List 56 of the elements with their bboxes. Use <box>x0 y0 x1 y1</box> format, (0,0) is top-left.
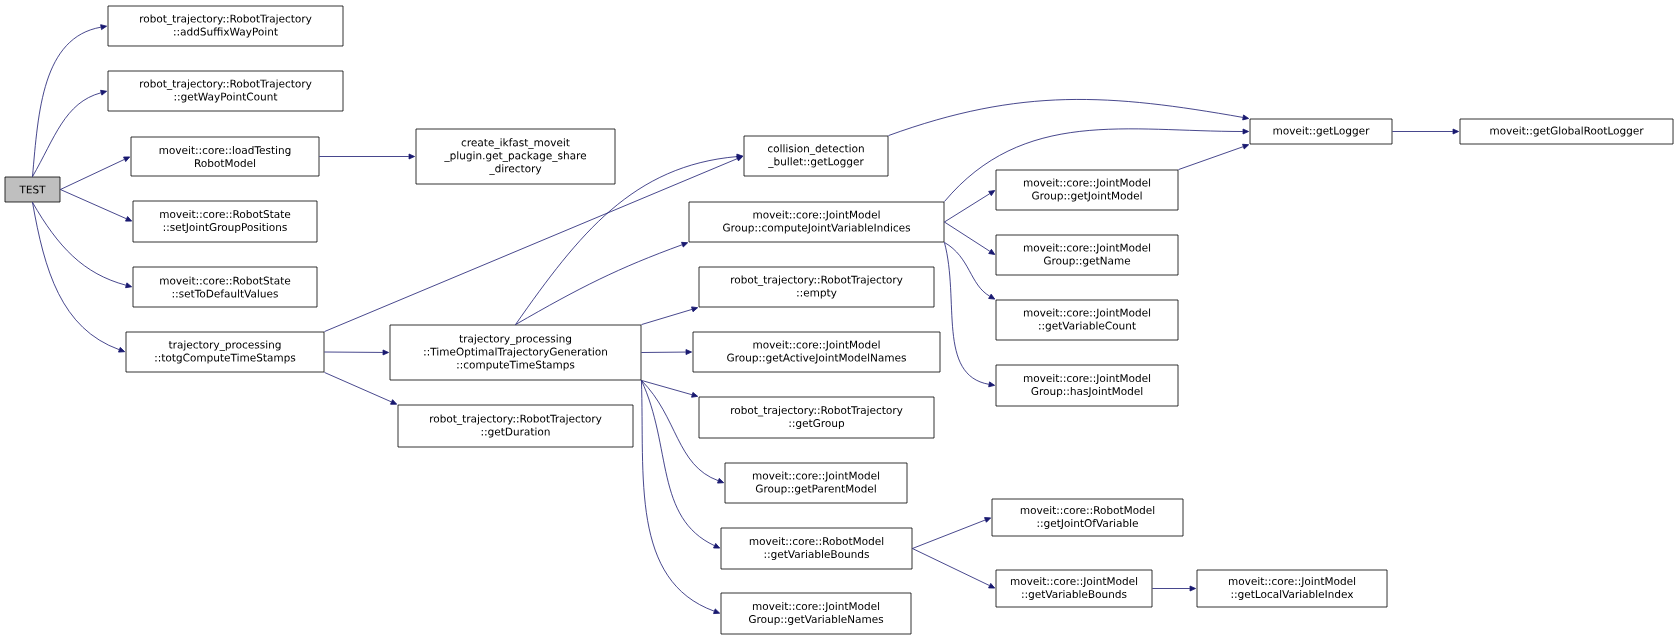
arrow <box>60 189 133 222</box>
arrow <box>641 380 721 614</box>
function-box: robot_trajectory::RobotTrajectory ::addSuffixWayPoint <box>107 5 344 47</box>
arrow <box>515 241 689 325</box>
function-box: moveit::core::JointModel ::getVariableBounds <box>995 569 1153 608</box>
arrow <box>912 548 996 589</box>
function-box: moveit::core::JointModel Group::getVariableNames <box>720 592 912 635</box>
function-box: moveit::core::JointModel Group::getName <box>995 234 1179 276</box>
arrow <box>944 242 996 300</box>
arrow <box>888 99 1249 136</box>
arrow <box>944 221 996 255</box>
arrow <box>32 24 107 177</box>
arrow <box>1178 143 1250 170</box>
arrow <box>641 380 699 398</box>
arrow <box>60 156 131 190</box>
function-box: robot_trajectory::RobotTrajectory ::empty <box>698 266 935 308</box>
arrow <box>641 380 725 484</box>
function-box: moveit::core::RobotModel ::getJointOfVariable <box>991 498 1184 537</box>
arrow <box>1152 585 1196 592</box>
arrow <box>324 372 398 405</box>
function-box: trajectory_processing ::TimeOptimalTrajectoryGeneration ::computeTimeStamps <box>389 324 642 381</box>
function-box: moveit::core::RobotState ::setToDefaultValues <box>132 266 318 308</box>
function-box: moveit::core::JointModel Group::hasJointModel <box>995 364 1179 407</box>
function-box: robot_trajectory::RobotTrajectory ::getGroup <box>698 396 935 439</box>
function-box: moveit::core::JointModel Group::getJointModel <box>995 169 1179 211</box>
arrow <box>515 153 743 325</box>
function-box: moveit::core::RobotModel ::getVariableBounds <box>720 527 913 570</box>
arrow <box>32 89 108 177</box>
arrow <box>944 190 996 223</box>
function-box: moveit::getGlobalRootLogger <box>1459 118 1674 145</box>
arrow <box>32 202 126 353</box>
arrow <box>944 242 995 388</box>
arrow <box>1392 128 1459 135</box>
arrow <box>641 380 721 549</box>
function-box: moveit::core::loadTesting RobotModel <box>130 136 320 177</box>
arrow <box>324 349 389 356</box>
arrow <box>319 153 415 160</box>
function-box: moveit::core::JointModel Group::getActiveJointModelNames <box>692 331 941 373</box>
arrow <box>944 128 1249 202</box>
function-box: moveit::core::JointModel Group::computeJointVariableIndices <box>688 201 945 243</box>
function-box: TEST <box>4 176 61 203</box>
function-box: collision_detection _bullet::getLogger <box>743 135 889 177</box>
arrow <box>641 306 699 325</box>
function-box: moveit::core::JointModel Group::getParentModel <box>724 462 908 504</box>
function-box: create_ikfast_moveit _plugin.get_package_share _directory <box>415 128 616 185</box>
arrow <box>641 349 692 355</box>
arrow <box>32 202 132 289</box>
function-box: moveit::core::JointModel ::getVariableCount <box>995 299 1179 341</box>
function-box: moveit::core::RobotState ::setJointGroupPositions <box>132 200 318 243</box>
function-box: moveit::core::JointModel ::getLocalVariableIndex <box>1196 569 1388 608</box>
arrow <box>324 155 744 332</box>
function-box: trajectory_processing ::totgComputeTimeStamps <box>125 331 325 373</box>
function-box: robot_trajectory::RobotTrajectory ::getWayPointCount <box>107 70 344 112</box>
function-box: robot_trajectory::RobotTrajectory ::getDuration <box>397 404 634 448</box>
function-box: moveit::getLogger <box>1249 118 1393 145</box>
arrow <box>912 517 992 549</box>
